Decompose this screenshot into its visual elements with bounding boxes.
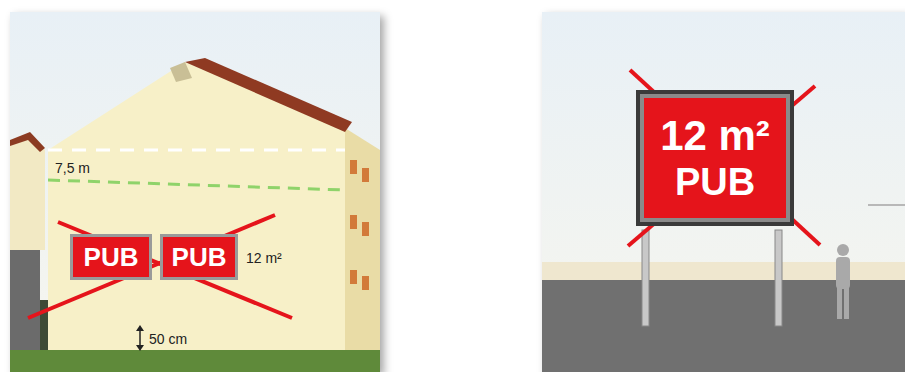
sign-text: PUB bbox=[84, 244, 139, 270]
sign-text: PUB bbox=[172, 244, 227, 270]
clearance-dimension: 50 cm bbox=[149, 332, 187, 346]
ad-sign: PUB bbox=[70, 234, 152, 280]
ad-sign: PUB bbox=[160, 234, 238, 280]
height-dimension: 7,5 m bbox=[55, 161, 90, 175]
sign-text: 12 m² bbox=[660, 115, 770, 157]
billboard: 12 m² PUB bbox=[640, 94, 790, 222]
person-figure bbox=[836, 244, 850, 319]
sign-text: PUB bbox=[675, 163, 755, 201]
area-dimension: 12 m² bbox=[246, 251, 282, 265]
billboard-panel bbox=[542, 12, 905, 372]
house-panel bbox=[10, 12, 380, 372]
